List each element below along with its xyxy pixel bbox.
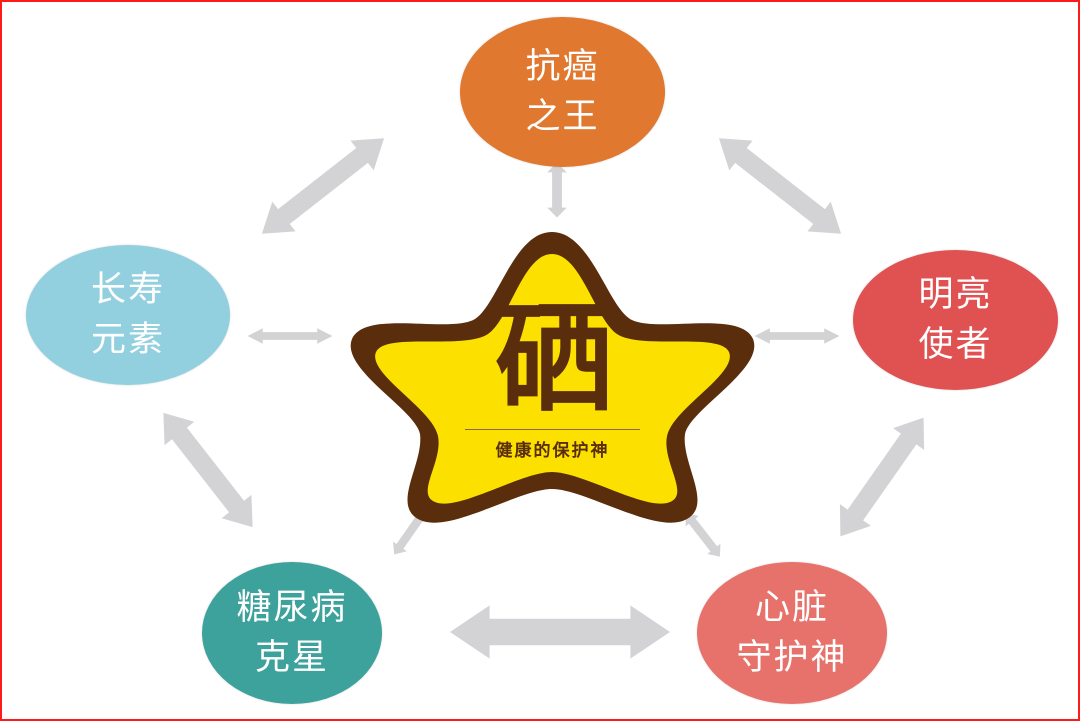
node-label-line: 明亮: [918, 275, 993, 315]
arrow-right-bottomright: [824, 406, 940, 548]
node-label-line: 糖尿病: [236, 588, 348, 628]
node-label-line: 元素: [90, 320, 165, 360]
node-longevity: 长寿 元素: [26, 245, 230, 385]
center-subtitle: 健康的保护神: [495, 441, 610, 461]
star-shape: [350, 232, 755, 523]
arrow-left-bottomleft: [148, 401, 268, 539]
node-label-line: 心脏: [754, 588, 829, 628]
node-label-line: 之王: [525, 97, 600, 137]
node-label-line: 抗癌: [525, 47, 600, 87]
arrow-bottomleft-bottomright: [450, 605, 670, 659]
node-label-line: 克星: [254, 638, 329, 678]
node-diabetes: 糖尿病 克星: [202, 562, 382, 704]
arrow-center-right: [754, 328, 840, 344]
node-label-line: 使者: [918, 325, 993, 365]
center-title: 硒: [495, 289, 613, 428]
node-heart-guardian: 心脏 守护神: [697, 562, 887, 704]
node-label-line: 长寿: [90, 270, 165, 310]
arrow-center-left: [247, 328, 333, 344]
arrow-center-top: [547, 162, 567, 218]
selenium-star: 硒 健康的保护神: [345, 224, 760, 524]
center-divider: [465, 429, 640, 430]
node-label-line: 守护神: [736, 638, 848, 678]
node-bright-eyes: 明亮 使者: [853, 250, 1058, 390]
node-anti-cancer: 抗癌 之王: [460, 17, 665, 167]
